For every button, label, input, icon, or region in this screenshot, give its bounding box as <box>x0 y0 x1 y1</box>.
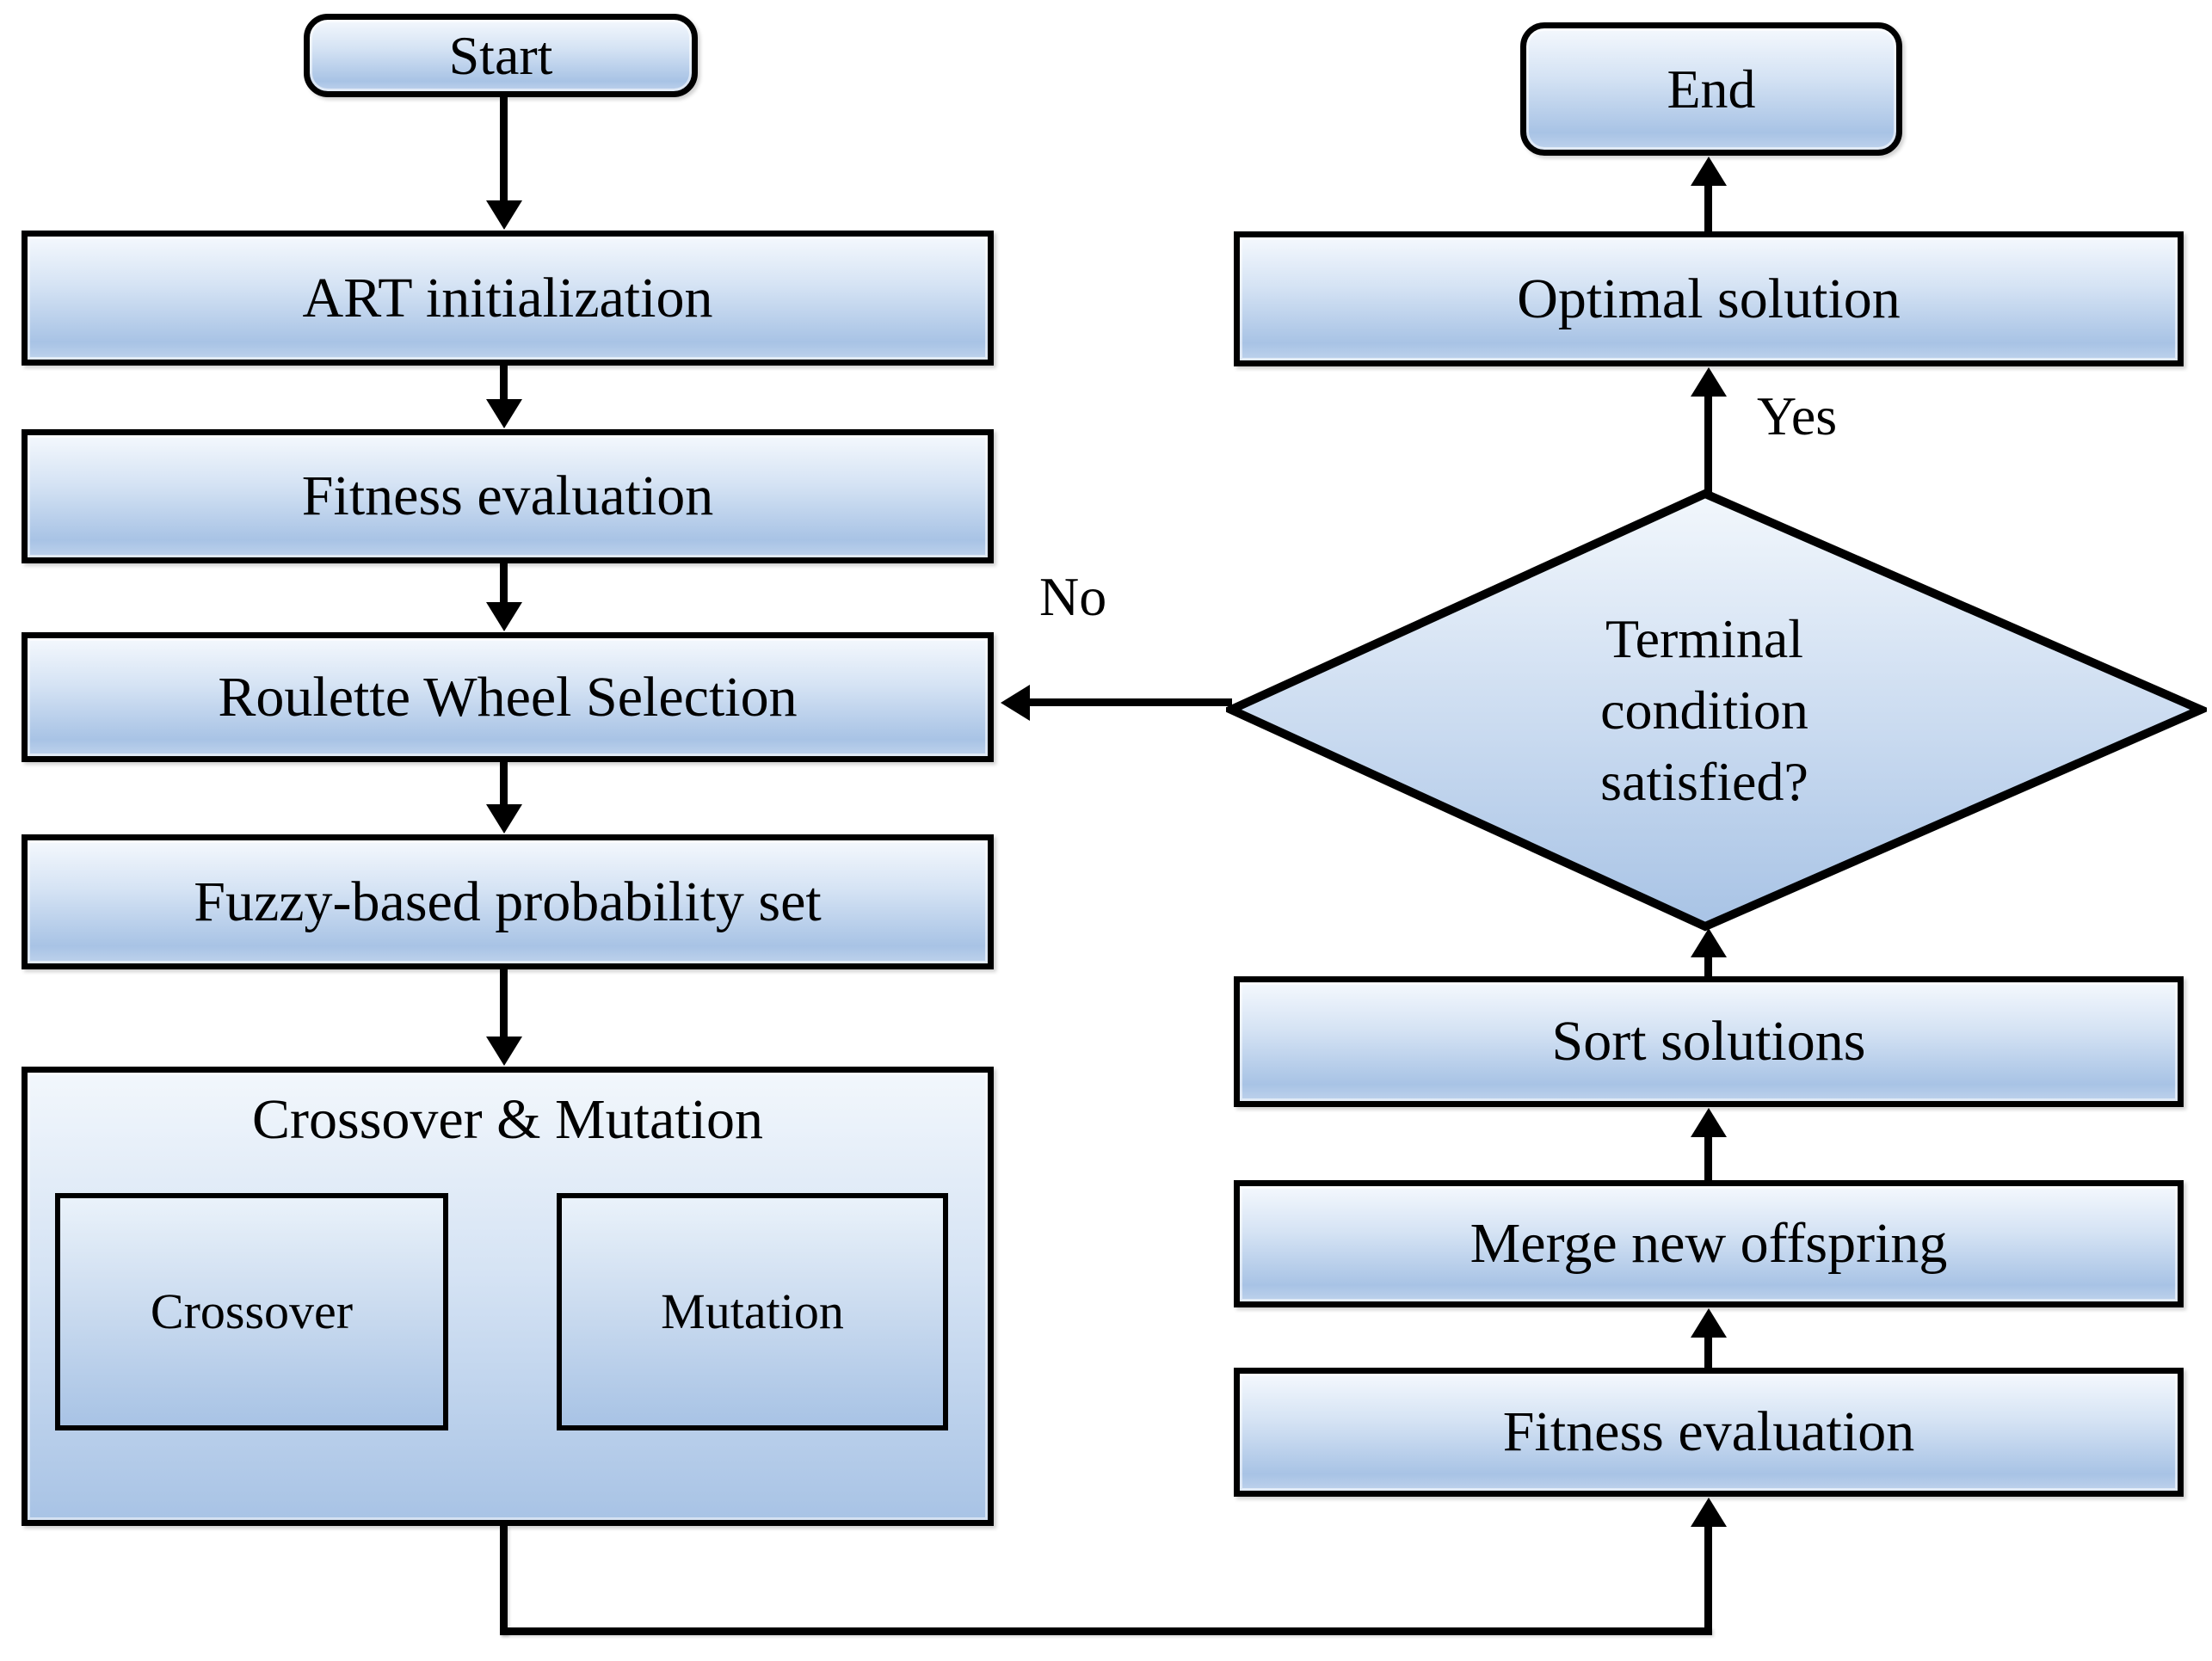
node-start: Start <box>304 14 698 97</box>
group-crossover-mutation: Crossover & Mutation Crossover Mutation <box>22 1067 994 1526</box>
node-mutation: Mutation <box>557 1193 948 1430</box>
arrow-art-to-fitness <box>485 366 522 428</box>
group-crossover-mutation-title: Crossover & Mutation <box>252 1088 763 1151</box>
node-roulette-wheel-selection: Roulette Wheel Selection <box>22 632 994 762</box>
arrow-loop-to-fitness-right <box>1690 1498 1727 1633</box>
connector-loop-vertical-left <box>500 1526 508 1635</box>
edge-label-yes: Yes <box>1757 385 1838 446</box>
node-merge-new-offspring: Merge new offspring <box>1234 1180 2184 1307</box>
node-optimal-solution: Optimal solution <box>1234 231 2184 366</box>
arrow-fuzzy-to-crossover-mutation <box>485 969 522 1066</box>
arrow-yes-to-optimal <box>1690 367 1727 493</box>
node-sort-solutions: Sort solutions <box>1234 976 2184 1107</box>
connector-loop-horizontal <box>500 1627 1712 1635</box>
arrow-merge-to-sort <box>1690 1108 1727 1180</box>
node-end: End <box>1520 22 1902 156</box>
arrow-start-to-art-initialization <box>485 97 522 230</box>
arrow-optimal-to-end <box>1690 157 1727 231</box>
decision-terminal-condition: Terminal condition satisfied? <box>1226 489 2207 932</box>
node-crossover: Crossover <box>55 1193 448 1430</box>
arrow-fitness-to-merge <box>1690 1308 1727 1368</box>
arrow-sort-to-decision <box>1690 928 1727 976</box>
arrow-roulette-to-fuzzy <box>485 762 522 834</box>
arrow-fitness-to-roulette <box>485 563 522 631</box>
arrow-no-to-roulette <box>1001 684 1232 721</box>
decision-label: Terminal condition satisfied? <box>1600 607 1808 813</box>
diamond-shape <box>1226 489 2207 932</box>
node-fitness-evaluation-left: Fitness evaluation <box>22 429 994 563</box>
node-fitness-evaluation-right: Fitness evaluation <box>1234 1368 2184 1497</box>
node-fuzzy-probability-set: Fuzzy-based probability set <box>22 834 994 969</box>
edge-label-no: No <box>1039 566 1107 627</box>
node-art-initialization: ART initialization <box>22 231 994 366</box>
